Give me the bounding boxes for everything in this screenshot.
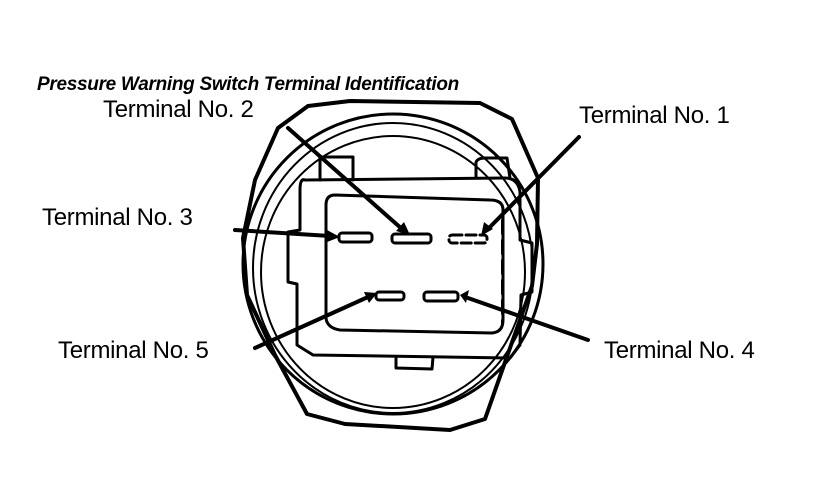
inner-ring — [260, 135, 526, 409]
arrowhead-terminal-3 — [327, 230, 340, 242]
label-terminal-4: Terminal No. 4 — [604, 337, 755, 364]
arrowhead-terminal-5 — [364, 292, 377, 303]
terminal-slot-1 — [447, 233, 489, 245]
leader-terminal-3 — [233, 228, 332, 238]
arrowhead-terminal-4 — [460, 290, 469, 303]
terminal-slot-5 — [374, 290, 406, 302]
label-terminal-5: Terminal No. 5 — [58, 337, 209, 364]
top-left-tab — [318, 155, 355, 182]
terminal-slot-2 — [390, 232, 433, 245]
leader-terminal-1 — [485, 135, 581, 232]
arrowhead-terminal-1 — [481, 222, 493, 236]
bottom-tab — [394, 355, 435, 371]
terminal-slot-4 — [422, 290, 460, 303]
diagram-title: Pressure Warning Switch Terminal Identif… — [37, 74, 459, 95]
label-terminal-3: Terminal No. 3 — [42, 204, 193, 231]
terminal-slot-3 — [337, 231, 374, 244]
middle-ring — [252, 122, 534, 414]
leader-terminal-2 — [286, 126, 404, 231]
connector-cavity — [324, 193, 505, 335]
hex-nut-outline — [241, 99, 540, 432]
top-right-tab — [474, 156, 512, 180]
leader-terminal-5 — [253, 295, 370, 350]
leader-terminal-4 — [466, 296, 590, 342]
connector-housing — [286, 176, 534, 360]
arrowhead-terminal-2 — [396, 222, 410, 235]
label-terminal-1: Terminal No. 1 — [579, 102, 730, 129]
label-terminal-2: Terminal No. 2 — [103, 96, 254, 123]
